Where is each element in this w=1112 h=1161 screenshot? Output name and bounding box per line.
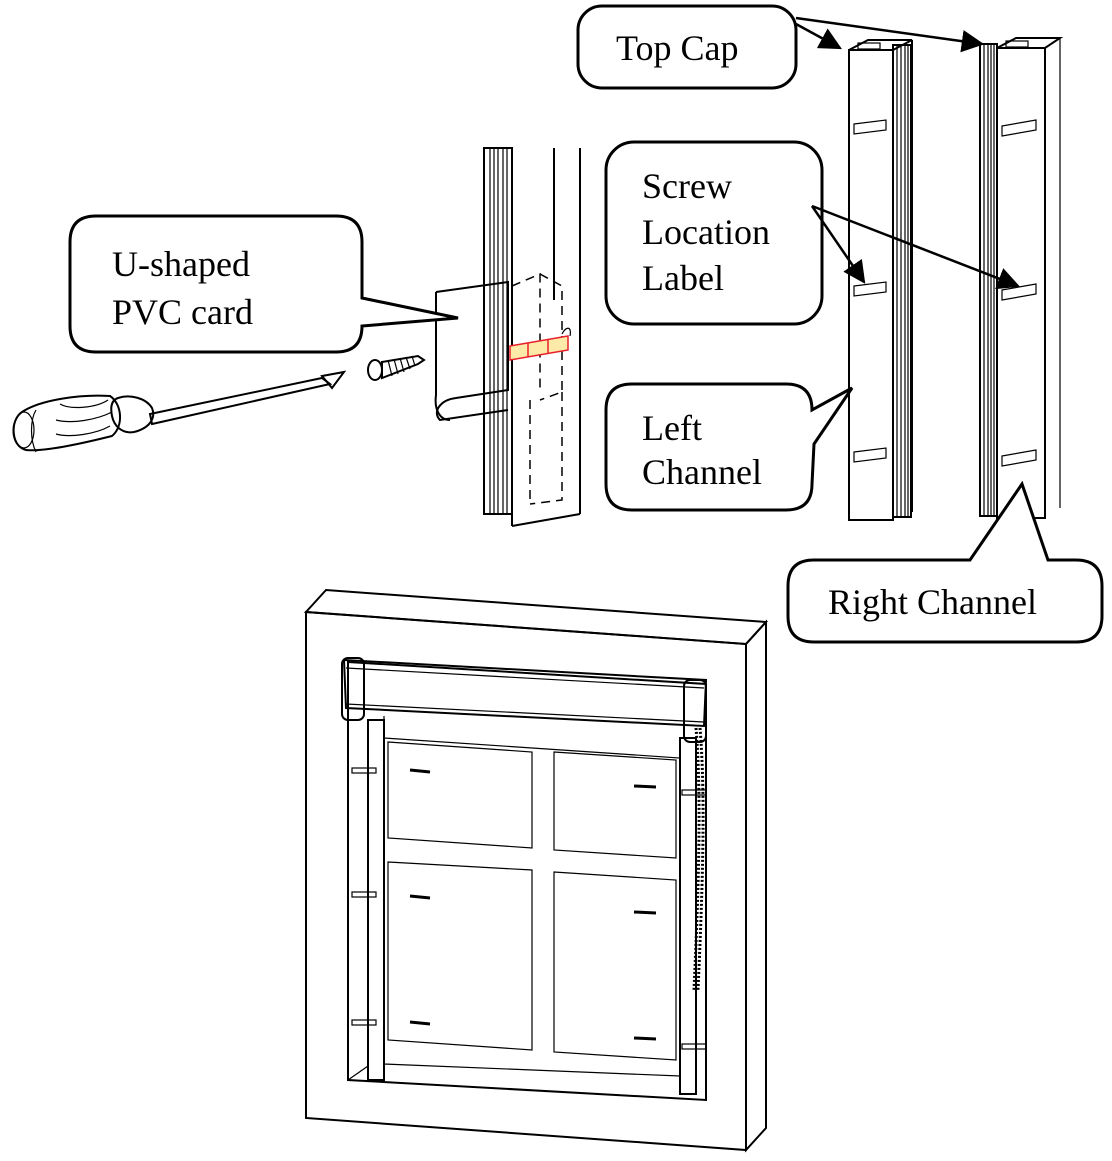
left-channel-line-2: Channel <box>642 452 762 492</box>
window-screws <box>409 768 657 1041</box>
left-channel-line-1: Left <box>642 408 702 448</box>
window-blind-assembly <box>303 588 769 1153</box>
right-channel-label: Right Channel <box>828 582 1037 622</box>
callout-screw-location-label: Screw Location Label <box>604 140 1021 326</box>
screw-icon <box>367 354 426 381</box>
screw-label-line-2: Location <box>642 212 770 252</box>
callout-top-cap: Top Cap <box>576 4 985 90</box>
screwdriver-icon <box>12 370 347 453</box>
screw-label-line-1: Screw <box>642 166 732 206</box>
callout-right-channel: Right Channel <box>786 480 1104 644</box>
callout-left-channel: Left Channel <box>604 382 854 512</box>
left-channel-profile <box>848 39 913 521</box>
channel-detail <box>434 147 581 527</box>
top-cap-label: Top Cap <box>616 28 738 68</box>
u-card-line-1: U-shaped <box>112 244 250 284</box>
screw-label-line-3: Label <box>642 258 724 298</box>
right-channel-profile <box>979 37 1064 519</box>
u-card-line-2: PVC card <box>112 292 253 332</box>
callout-u-shaped-pvc-card: U-shaped PVC card <box>68 214 459 354</box>
